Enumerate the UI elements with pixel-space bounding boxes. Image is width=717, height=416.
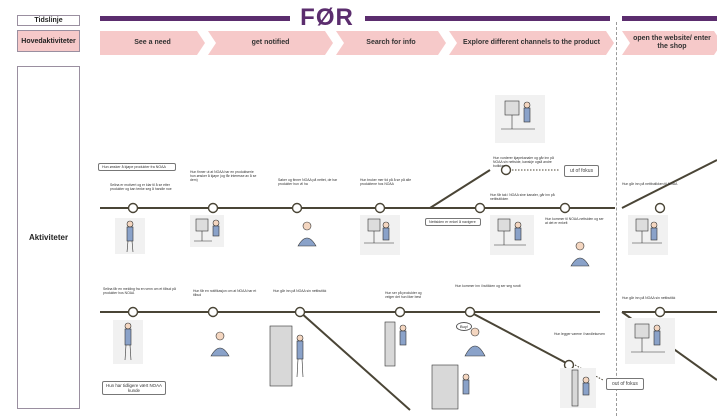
node <box>207 306 219 318</box>
lower-line-branch-2 <box>469 311 571 366</box>
note-bottom-7: Hun går inn på NOAA sin nettbutikk <box>622 296 676 300</box>
node <box>127 306 139 318</box>
note-bottom-3: Hun går inn på NOAA sin nettbutikk <box>273 289 327 293</box>
timeline-title: FØR <box>300 4 354 31</box>
focus-box-lower: out of fokus <box>606 378 644 390</box>
timeline-bar-right <box>365 16 610 21</box>
note-box-navigation: Nettsiden er enkel å navigere <box>425 218 481 227</box>
note-bottom-6: Hun legger varene i handlekurven <box>554 332 605 336</box>
node <box>294 306 306 318</box>
node <box>500 164 512 176</box>
note-top-4: Hun bruker mer tid på å se på alle produ… <box>360 178 412 186</box>
note-top-7: Hun kommer til NOAA-nettsiden og ser at … <box>545 217 604 225</box>
node <box>291 202 303 214</box>
note-top-3: Søker og finner NOAA på nettet, de har p… <box>278 178 338 186</box>
node <box>464 306 476 318</box>
phase-open-website: open the website/ enter the shop <box>622 31 717 55</box>
label-aktiviteter: Aktiviteter <box>17 66 80 409</box>
lower-line-branch <box>299 311 411 411</box>
timeline-bar-next <box>622 16 717 21</box>
phase-label: See a need <box>134 39 171 46</box>
label-hovedaktiviteter: Hovedaktiviteter <box>17 30 80 52</box>
note-top-8: Hun går inn på nettbutikken til NOAA <box>622 182 678 186</box>
note-box-previous-customer: Hun har tidligere vært NOAA kunde <box>102 381 166 395</box>
phase-label: get notified <box>251 39 290 46</box>
node <box>654 202 666 214</box>
node <box>207 202 219 214</box>
label-tidslinje: Tidslinje <box>17 15 80 26</box>
phase-get-notified: get notified <box>208 31 333 55</box>
upper-line-next <box>621 159 717 209</box>
timeline-bar-left <box>100 16 290 21</box>
phase-see-a-need: See a need <box>100 31 205 55</box>
focus-box-upper: ut of fokus <box>564 165 600 177</box>
node <box>654 306 666 318</box>
speech-buy: Buy! <box>456 322 473 331</box>
note-top-1: Selina er motivert og er klar til å se e… <box>110 183 172 191</box>
note-top-6: Hun får tak i NOAA sine kanaler, går inn… <box>490 193 555 201</box>
node <box>127 202 139 214</box>
note-top-2: Hun finner ut at NOAA har en produktseri… <box>190 170 257 182</box>
node <box>374 202 386 214</box>
phase-divider <box>616 22 617 416</box>
illustrations <box>113 95 675 410</box>
phase-search-info: Search for info <box>336 31 446 55</box>
node <box>394 306 406 318</box>
note-box-intent: Hun ønsker å kjøpe produkter fra NOAA <box>98 163 176 172</box>
phase-explore-channels: Explore different channels to the produc… <box>449 31 614 55</box>
phase-label: Search for info <box>366 39 416 46</box>
note-bottom-4: Hun ser på produkter og velger det hun l… <box>385 291 422 299</box>
phase-label: open the website/ enter the shop <box>633 35 711 50</box>
note-bottom-1: Selina får en melding fra en venn om et … <box>103 287 176 295</box>
phase-label: Explore different channels to the produc… <box>463 39 600 46</box>
note-bottom-5: Hun kommer inn i butikken og ser seg run… <box>455 284 521 288</box>
note-top-5: Hun vurderer kjøpekanaler og går inn på … <box>493 156 554 168</box>
node <box>559 202 571 214</box>
note-bottom-2: Hun får en notifikasjon om at NOAA har e… <box>193 289 257 297</box>
node <box>474 202 486 214</box>
